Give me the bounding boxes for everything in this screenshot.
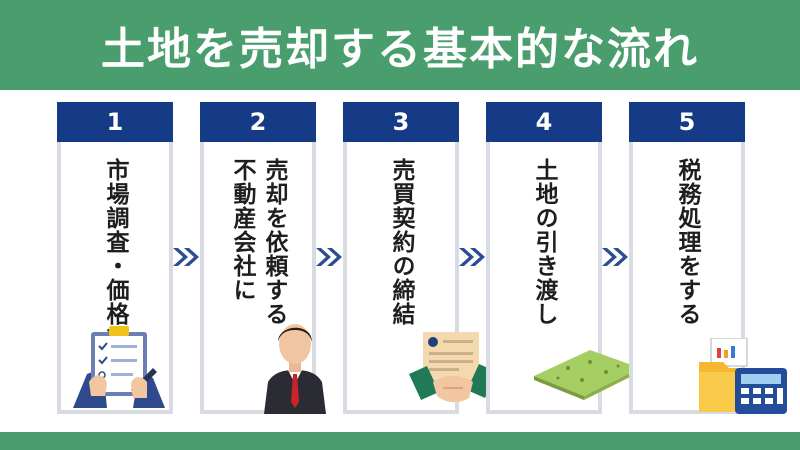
step-text-line: 不動産会社に: [229, 158, 255, 302]
footer-bar: [0, 432, 800, 450]
step-box: 不動産会社に 売却を依頼する: [200, 142, 326, 414]
step-text-line: 土地の引き渡し: [531, 158, 557, 326]
double-chevron-right-icon: [316, 248, 342, 266]
step-number: 2: [200, 102, 316, 142]
step-box: 売買契約の締結: [343, 142, 497, 414]
businessman-icon: [264, 324, 326, 414]
land-plot-icon: [534, 350, 640, 400]
step-text-line: 税務処理をする: [674, 158, 700, 326]
double-chevron-right-icon: [602, 248, 628, 266]
step-number: 4: [486, 102, 602, 142]
step-box: 土地の引き渡し: [486, 142, 640, 414]
double-chevron-right-icon: [173, 248, 199, 266]
handshake-contract-icon: [409, 332, 497, 403]
step-text: 税務処理をする: [633, 158, 741, 326]
page-title: 土地を売却する基本的な流れ: [101, 24, 699, 75]
clipboard-checklist-icon: [73, 326, 165, 408]
step-text: 土地の引き渡し: [490, 158, 598, 326]
header-banner: 土地を売却する基本的な流れ: [0, 0, 800, 90]
step-text-line: 売却を依頼する: [261, 158, 287, 326]
step-5: 5 税務処理をする: [629, 102, 787, 414]
step-1: 1 市場調査・価格査定: [57, 102, 173, 414]
step-number: 1: [57, 102, 173, 142]
step-text: 売買契約の締結: [347, 158, 455, 326]
step-box: 市場調査・価格査定: [57, 142, 173, 414]
folder-calculator-icon: [699, 338, 787, 414]
double-chevron-right-icon: [459, 248, 485, 266]
step-number: 5: [629, 102, 745, 142]
step-box: 税務処理をする: [629, 142, 787, 414]
step-2: 2 不動産会社に 売却を依頼する: [200, 102, 326, 414]
step-text: 不動産会社に 売却を依頼する: [204, 158, 312, 326]
step-number: 3: [343, 102, 459, 142]
step-3: 3 売買契約の締結: [343, 102, 497, 414]
step-text-line: 売買契約の締結: [388, 158, 414, 326]
step-4: 4 土地の引き渡し: [486, 102, 640, 414]
